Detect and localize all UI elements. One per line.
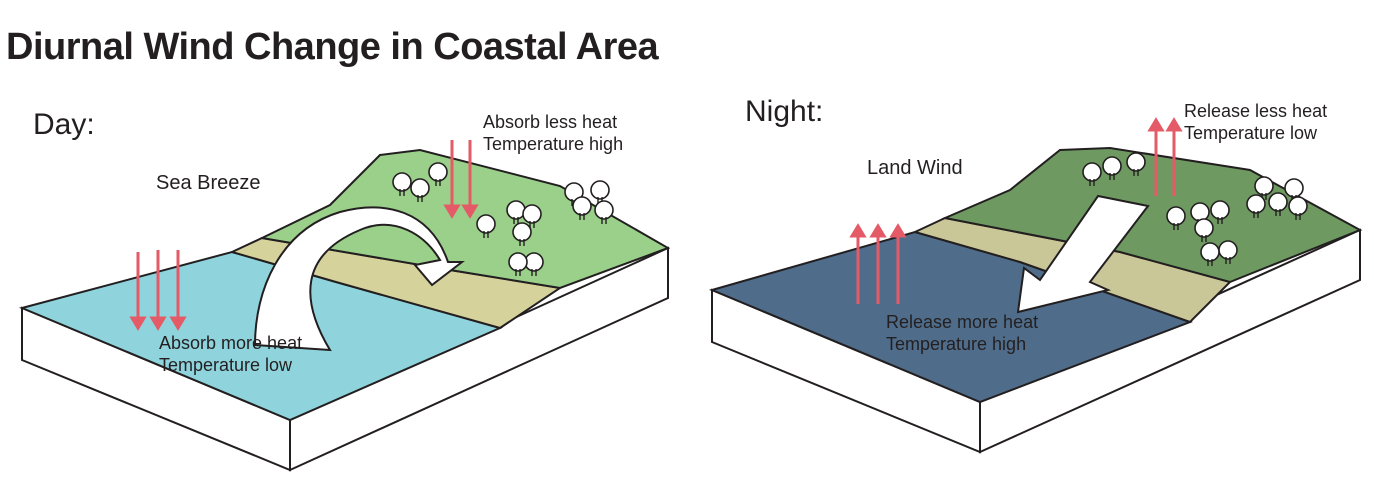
night-sea-text: Release more heat Temperature high <box>886 311 1038 355</box>
wind-arrow-icon <box>1016 194 1150 314</box>
diagram-title: Diurnal Wind Change in Coastal Area <box>6 26 659 68</box>
night-sea-line-1: Release more heat <box>886 312 1039 332</box>
day-land-line-1: Absorb less heat <box>483 112 618 132</box>
night-land-text: Release less heat Temperature low <box>1184 100 1327 144</box>
day-land-text: Absorb less heat Temperature high <box>483 111 623 155</box>
day-block-side <box>289 246 669 472</box>
day-land-line-2: Temperature high <box>483 134 624 154</box>
day-wind-label: Sea Breeze <box>156 172 261 194</box>
night-block-side <box>979 228 1361 454</box>
night-land-line-2: Temperature low <box>1184 123 1318 143</box>
day-sea-line-1: Absorb more heat <box>159 333 303 353</box>
night-wind-label: Land Wind <box>867 157 963 179</box>
day-block <box>18 140 671 472</box>
day-heat-arrows <box>129 140 479 331</box>
day-label: Day: <box>33 108 95 141</box>
night-label: Night: <box>745 95 824 128</box>
night-block <box>708 117 1363 454</box>
night-heat-arrows <box>849 117 1183 304</box>
day-sea-text: Absorb more heat Temperature low <box>159 332 302 376</box>
day-sea-line-2: Temperature low <box>159 355 293 375</box>
day-land <box>258 148 671 290</box>
wind-arrow-icon <box>253 206 465 352</box>
night-land-line-1: Release less heat <box>1184 101 1328 121</box>
night-sea-line-2: Temperature high <box>886 334 1027 354</box>
